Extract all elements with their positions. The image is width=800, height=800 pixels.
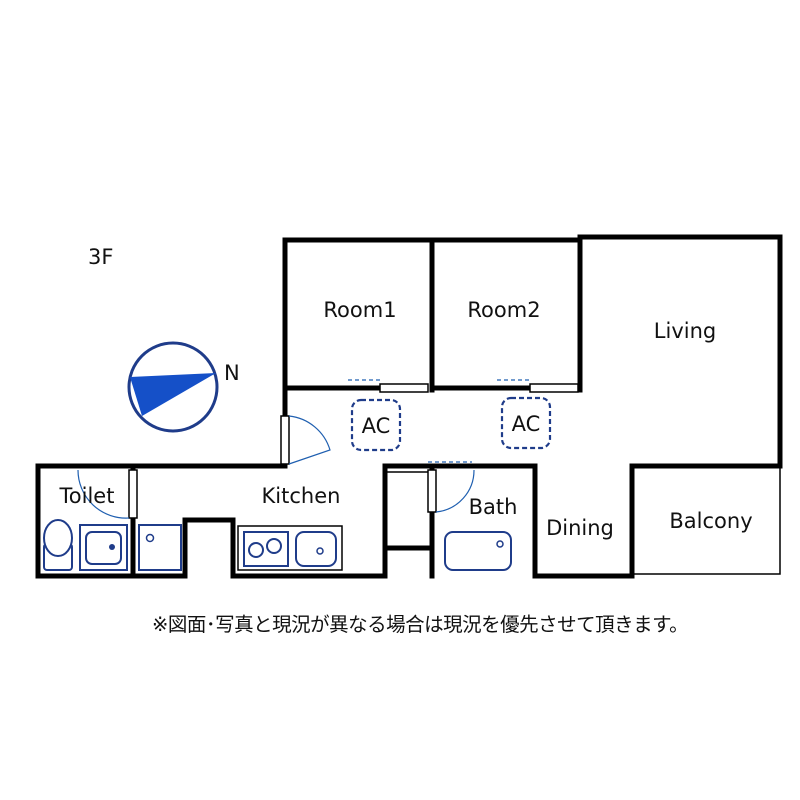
room-label-kitchen: Kitchen bbox=[262, 484, 341, 508]
room1-door bbox=[379, 383, 429, 393]
compass: N bbox=[127, 341, 240, 433]
fixtures bbox=[43, 519, 512, 571]
room2-door bbox=[529, 383, 579, 393]
hall-door bbox=[280, 415, 290, 465]
compass-needle-icon bbox=[130, 373, 216, 416]
toilet-bowl-icon bbox=[43, 519, 73, 557]
wash-basin-bowl bbox=[85, 531, 122, 565]
room-label-balcony: Balcony bbox=[669, 509, 752, 533]
room-label-bath: Bath bbox=[469, 495, 518, 519]
ac-unit-1: AC bbox=[350, 398, 402, 452]
room-label-living: Living bbox=[654, 319, 716, 343]
doors bbox=[77, 379, 579, 519]
kitchen-sink-icon bbox=[295, 531, 337, 567]
ac-label: AC bbox=[512, 412, 541, 436]
bath-door bbox=[427, 469, 437, 513]
disclaimer-note: ※図面･写真と現況が異なる場合は現況を優先させて頂きます。 bbox=[152, 613, 689, 636]
balcony-outline bbox=[631, 465, 781, 575]
kitchen-small-sink bbox=[138, 524, 182, 571]
compass-north-label: N bbox=[224, 361, 240, 385]
room-label-toilet: Toilet bbox=[59, 484, 115, 508]
ac-label: AC bbox=[362, 414, 391, 438]
ac-unit-2: AC bbox=[500, 396, 552, 450]
bathtub-icon bbox=[444, 531, 512, 571]
kitchen-counter bbox=[237, 525, 343, 571]
room-label-room1: Room1 bbox=[323, 298, 396, 322]
floor-label: 3F bbox=[88, 245, 113, 269]
toilet-door bbox=[128, 469, 138, 519]
room-label-room2: Room2 bbox=[467, 298, 540, 322]
room-label-dining: Dining bbox=[546, 516, 614, 540]
